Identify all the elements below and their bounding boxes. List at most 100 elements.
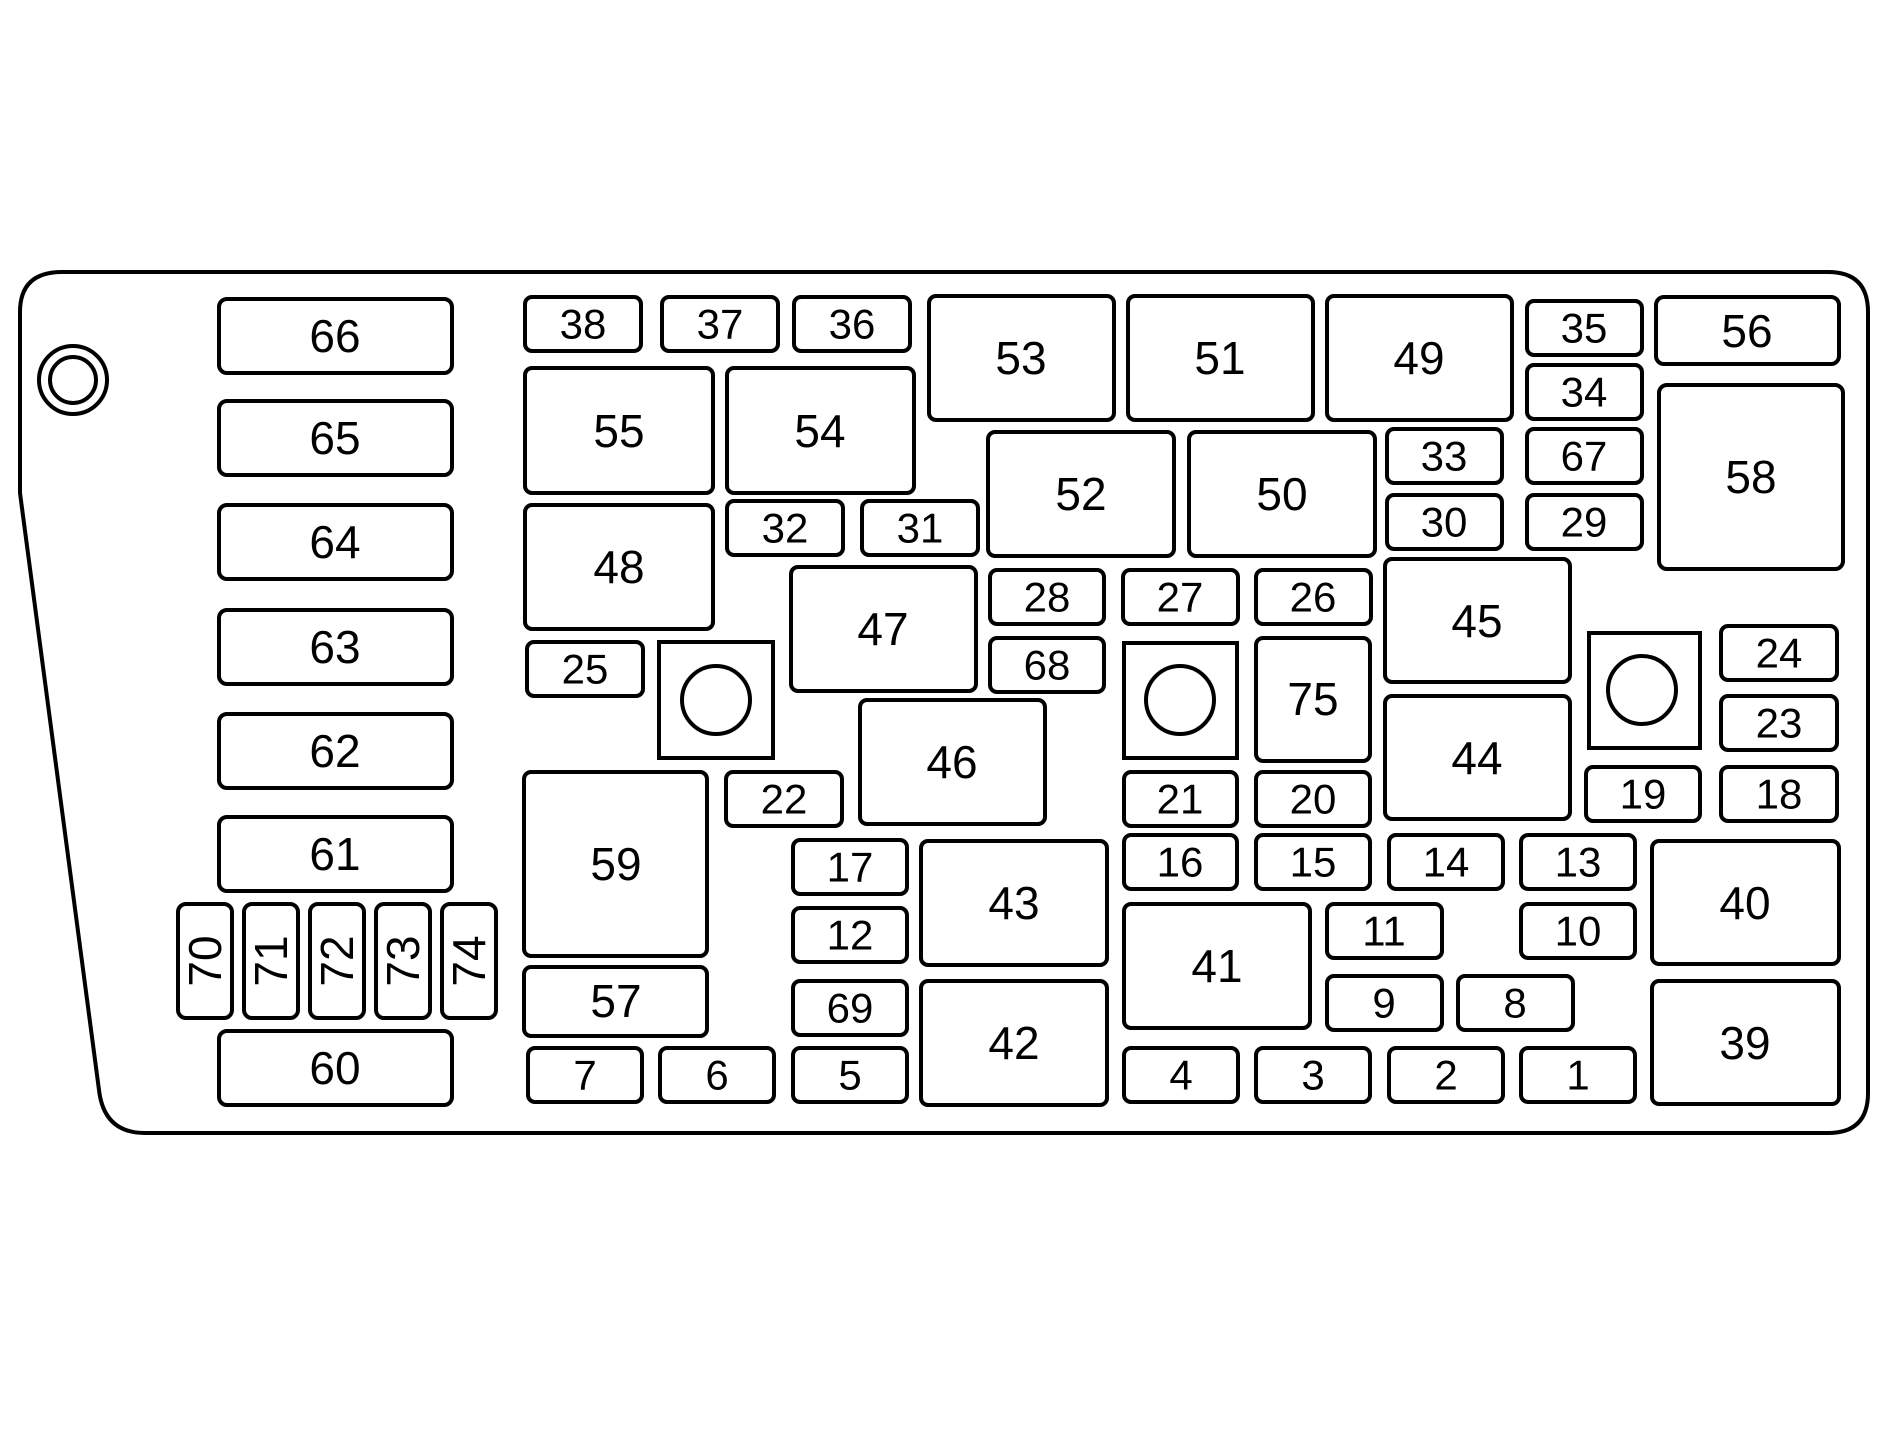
fuse-label-73: 73: [377, 935, 429, 986]
fuse-label-75: 75: [1287, 673, 1338, 725]
fuse-slot-73: 73: [374, 902, 432, 1020]
fuse-slot-9: 9: [1325, 974, 1444, 1032]
fuse-label-25: 25: [562, 646, 609, 693]
fuse-slot-11: 11: [1325, 902, 1444, 960]
fuse-slot-67: 67: [1525, 427, 1644, 485]
fuse-slot-65: 65: [217, 399, 454, 477]
fuse-label-72: 72: [311, 935, 363, 986]
fuse-slot-12: 12: [791, 906, 909, 964]
fuse-slot-39: 39: [1650, 979, 1841, 1106]
fuse-label-34: 34: [1561, 369, 1608, 416]
fuse-slot-49: 49: [1325, 294, 1514, 422]
fuse-slot-3: 3: [1254, 1046, 1372, 1104]
fuse-label-47: 47: [857, 603, 908, 655]
fuse-slot-27: 27: [1121, 568, 1240, 626]
fuse-slot-69: 69: [791, 979, 909, 1037]
fuse-label-3: 3: [1301, 1052, 1324, 1099]
fuse-slot-15: 15: [1254, 833, 1372, 891]
fuse-label-62: 62: [309, 725, 360, 777]
fuse-label-18: 18: [1756, 771, 1803, 818]
fuse-label-6: 6: [705, 1052, 728, 1099]
fuse-slot-10: 10: [1519, 902, 1637, 960]
fuse-slot-47: 47: [789, 565, 978, 693]
fuse-label-40: 40: [1719, 877, 1770, 929]
fuse-label-37: 37: [697, 301, 744, 348]
fuse-label-48: 48: [593, 541, 644, 593]
fuse-slot-54: 54: [725, 366, 916, 495]
fuse-slot-23: 23: [1719, 694, 1839, 752]
fuse-slot-21: 21: [1122, 770, 1239, 828]
mount-post-right: [1587, 631, 1702, 750]
fuse-label-28: 28: [1024, 574, 1071, 621]
fuse-slot-42: 42: [919, 979, 1109, 1107]
fuse-label-43: 43: [988, 877, 1039, 929]
fuse-slot-25: 25: [525, 640, 645, 698]
fuse-label-59: 59: [590, 838, 641, 890]
fuse-slot-20: 20: [1254, 770, 1372, 828]
fuse-label-31: 31: [897, 505, 944, 552]
fuse-label-36: 36: [829, 301, 876, 348]
fuse-slot-41: 41: [1122, 902, 1312, 1030]
fuse-label-15: 15: [1290, 839, 1337, 886]
fuse-slot-50: 50: [1187, 430, 1377, 558]
fuse-slot-16: 16: [1122, 833, 1239, 891]
fuse-slot-71: 71: [242, 902, 300, 1020]
fuse-slot-53: 53: [927, 294, 1116, 422]
fuse-label-55: 55: [593, 405, 644, 457]
fuse-slot-30: 30: [1385, 493, 1504, 551]
fuse-slot-72: 72: [308, 902, 366, 1020]
mount-post-left: [657, 640, 775, 760]
fuse-label-42: 42: [988, 1017, 1039, 1069]
fuse-slot-75: 75: [1254, 636, 1372, 763]
fuse-label-70: 70: [179, 935, 231, 986]
fuse-slot-40: 40: [1650, 839, 1841, 966]
fuse-label-41: 41: [1191, 940, 1242, 992]
fuse-slot-58: 58: [1657, 383, 1845, 571]
fuse-slot-26: 26: [1254, 568, 1373, 626]
fuse-label-23: 23: [1756, 700, 1803, 747]
fuse-slot-5: 5: [791, 1046, 909, 1104]
fuse-label-35: 35: [1561, 305, 1608, 352]
fuse-label-66: 66: [309, 310, 360, 362]
fuse-label-17: 17: [827, 844, 874, 891]
fuse-slot-17: 17: [791, 838, 909, 896]
fuse-slot-63: 63: [217, 608, 454, 686]
fuse-label-52: 52: [1055, 468, 1106, 520]
fuse-label-13: 13: [1555, 839, 1602, 886]
fuse-label-58: 58: [1725, 451, 1776, 503]
fuse-label-24: 24: [1756, 630, 1803, 677]
fuse-slot-7: 7: [526, 1046, 644, 1104]
fuse-slot-43: 43: [919, 839, 1109, 967]
fuse-label-33: 33: [1421, 433, 1468, 480]
fuse-slot-31: 31: [860, 499, 980, 557]
fuse-slot-36: 36: [792, 295, 912, 353]
fuse-slot-61: 61: [217, 815, 454, 893]
fuse-label-53: 53: [995, 332, 1046, 384]
fuse-slot-66: 66: [217, 297, 454, 375]
fuse-slot-70: 70: [176, 902, 234, 1020]
fuse-label-44: 44: [1451, 732, 1502, 784]
fuse-slot-34: 34: [1525, 363, 1644, 421]
fuse-slot-24: 24: [1719, 624, 1839, 682]
fuse-label-69: 69: [827, 985, 874, 1032]
fuse-slot-45: 45: [1383, 557, 1572, 684]
fuse-label-11: 11: [1362, 908, 1406, 955]
fuse-slot-14: 14: [1387, 833, 1505, 891]
fuse-label-57: 57: [590, 975, 641, 1027]
fuse-slot-38: 38: [523, 295, 643, 353]
fuse-slot-52: 52: [986, 430, 1176, 558]
fuse-slot-1: 1: [1519, 1046, 1637, 1104]
fuse-label-30: 30: [1421, 499, 1468, 546]
fuse-slot-68: 68: [988, 636, 1106, 694]
mount-post-center: [1122, 641, 1239, 760]
fuse-slot-22: 22: [724, 770, 844, 828]
fuse-label-45: 45: [1451, 595, 1502, 647]
fuse-label-49: 49: [1393, 332, 1444, 384]
fuse-slot-55: 55: [523, 366, 715, 495]
fuse-label-51: 51: [1194, 332, 1245, 384]
fuse-label-32: 32: [762, 505, 809, 552]
fuse-label-74: 74: [443, 935, 495, 986]
fuse-label-46: 46: [926, 736, 977, 788]
fuse-label-5: 5: [838, 1052, 861, 1099]
